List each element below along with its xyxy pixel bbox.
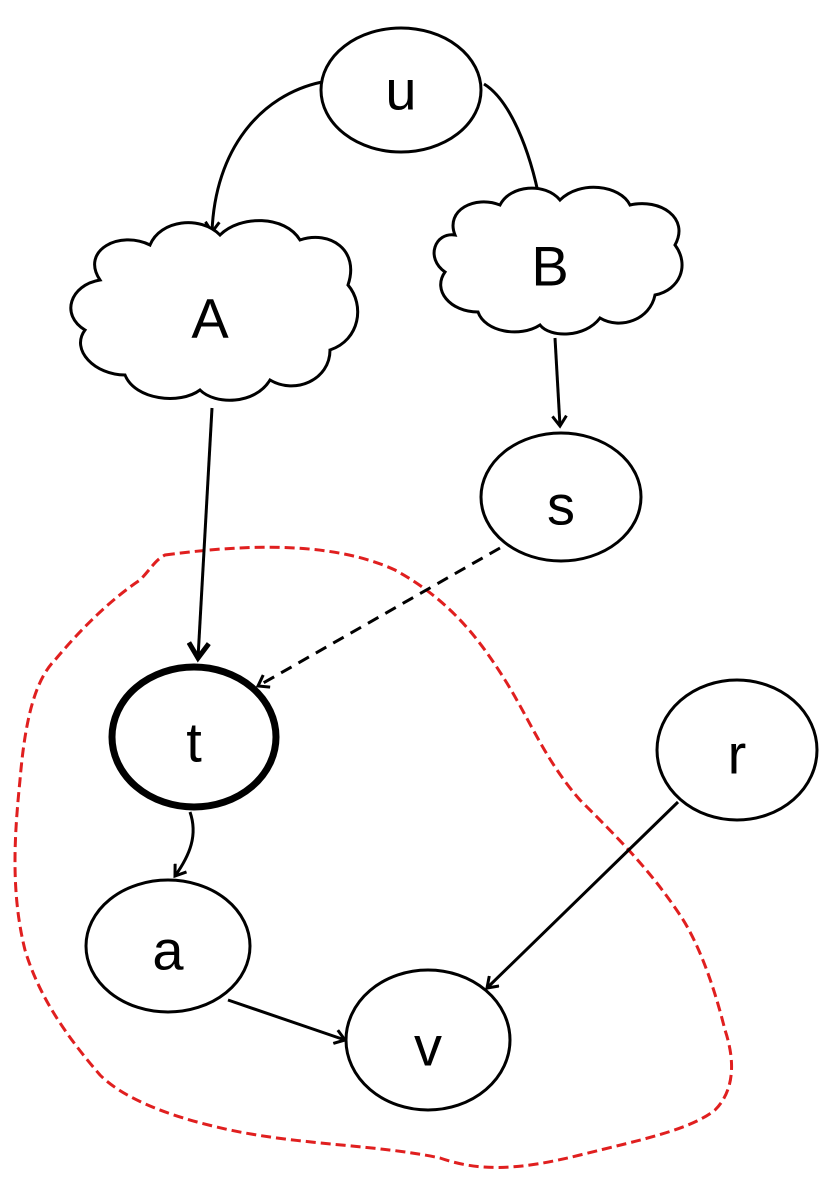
node-r-label: r	[728, 723, 747, 786]
node-u-label: u	[385, 59, 416, 122]
node-t: t	[108, 663, 280, 811]
node-u: u	[319, 26, 483, 154]
node-v-label: v	[414, 1015, 442, 1078]
edge-t-a	[175, 811, 195, 876]
node-v: v	[344, 968, 512, 1112]
highlight-region	[13, 545, 734, 1169]
edge-r-v	[487, 800, 680, 988]
node-r: r	[655, 678, 819, 822]
edge-A-t	[198, 407, 214, 658]
node-s-label: s	[547, 474, 575, 537]
node-A-label: A	[191, 287, 229, 350]
edge-u-A	[212, 80, 323, 232]
node-a-label: a	[152, 919, 184, 982]
edge-a-v	[227, 998, 345, 1040]
node-A-cloud: A	[69, 219, 360, 402]
node-B-label: B	[531, 235, 568, 298]
node-B-cloud: B	[432, 185, 684, 336]
edge-s-t	[258, 546, 501, 686]
edge-B-s	[555, 337, 560, 426]
node-t-label: t	[186, 711, 202, 774]
node-s: s	[479, 431, 643, 563]
edge-u-B	[483, 82, 542, 203]
node-a: a	[84, 878, 252, 1014]
